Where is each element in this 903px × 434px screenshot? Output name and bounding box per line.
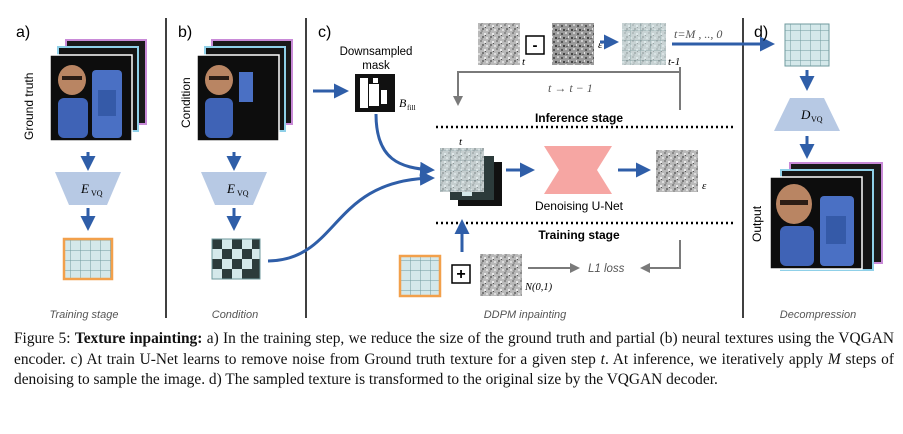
plus-sign: +: [456, 266, 465, 283]
ground-truth-texture-stack: [49, 39, 147, 142]
caption-var-m: M: [827, 350, 841, 368]
figure-caption: Figure 5: Texture inpainting: a) In the …: [14, 329, 894, 391]
inference-stage-label: Inference stage: [535, 111, 623, 125]
caption-line3a: inference, we iteratively apply: [633, 350, 828, 368]
panel-c-footer: DDPM inpainting: [484, 309, 567, 321]
caption-line2-end: . At: [604, 350, 629, 368]
encoder-b-symbol: E: [226, 181, 235, 196]
mask-symbol-subscript: fill: [407, 103, 416, 112]
arrow-output-to-loss: [640, 240, 681, 273]
panel-b-letter: b): [178, 24, 192, 41]
caption-line3b: steps of denoising to sample the image. …: [14, 350, 894, 389]
output-eps-label: ε: [702, 180, 707, 192]
arrow-condition-to-stack: [267, 170, 435, 263]
panel-c-letter: c): [318, 24, 331, 41]
minus-box: [525, 35, 545, 55]
caption-var-t: t: [600, 350, 605, 368]
encoder-b: E VQ: [201, 172, 267, 205]
condition-texture-stack: [196, 39, 293, 142]
input-stack: [440, 148, 502, 206]
panel-b-footer: Condition: [212, 309, 258, 321]
panel-a-side-label: Ground truth: [22, 73, 36, 140]
decompression-latent: [784, 23, 830, 67]
panel-a-letter: a): [16, 24, 30, 41]
caption-line2: using the VQGAN encoder. c) At train U-N…: [14, 330, 894, 368]
top-eps-label: ε: [598, 39, 603, 51]
panel-d-letter: d): [754, 24, 768, 41]
latent-t-minus-1: [622, 23, 666, 65]
downsampled-mask: [355, 74, 395, 112]
unet-shape: [544, 146, 612, 194]
minus-sign: -: [533, 37, 538, 54]
t-minus-1-label: t-1: [668, 56, 680, 68]
latent-grid-a: [62, 237, 114, 281]
decoder-symbol: D: [800, 107, 811, 122]
loss-label: L1 loss: [588, 263, 625, 275]
caption-prefix: Figure 5:: [14, 330, 75, 347]
decoder: D VQ: [774, 98, 840, 131]
caption-line4: original size by the VQGAN decoder.: [485, 371, 718, 388]
caption-title: Texture inpainting:: [74, 330, 203, 347]
panel-d-side-label: Output: [750, 205, 764, 242]
training-stage-label: Training stage: [538, 228, 620, 242]
noisy-latent-t: [478, 23, 520, 65]
predicted-noise-output: [656, 150, 698, 192]
figure-diagram: a) Ground truth E VQ Training stage b) C…: [16, 18, 883, 321]
caption-line1: a) In the training step, we reduce the s…: [202, 330, 774, 347]
plus-box: [451, 264, 471, 284]
encoder-a: E VQ: [55, 172, 121, 205]
mask-symbol: B: [399, 96, 407, 110]
gaussian-noise: [480, 254, 522, 296]
noise-dist-label: N(0,1): [524, 282, 553, 293]
mask-title-line2: mask: [362, 60, 390, 72]
unet-label: Denoising U-Net: [535, 199, 624, 213]
arrow-mask-to-stack: [374, 113, 435, 177]
loop-arrow: [453, 71, 680, 106]
panel-d-footer: Decompression: [780, 309, 856, 321]
latent-grid-b: [211, 238, 261, 280]
stack-t-label: t: [459, 136, 463, 148]
mask-title-line1: Downsampled: [340, 46, 413, 58]
panel-b-side-label: Condition: [179, 77, 193, 128]
panel-a-footer: Training stage: [50, 309, 119, 321]
decoder-subscript: VQ: [811, 115, 823, 124]
top-t-label: t: [522, 56, 526, 68]
t-step-label: t → t − 1: [548, 81, 593, 95]
predicted-noise: [552, 23, 594, 65]
output-texture-stack: [769, 162, 883, 271]
encoder-a-subscript: VQ: [91, 189, 103, 198]
encoder-b-subscript: VQ: [237, 189, 249, 198]
training-gt-latent: [398, 254, 442, 298]
encoder-a-symbol: E: [80, 181, 89, 196]
t-range-label: t=M , .., 0: [674, 27, 722, 41]
